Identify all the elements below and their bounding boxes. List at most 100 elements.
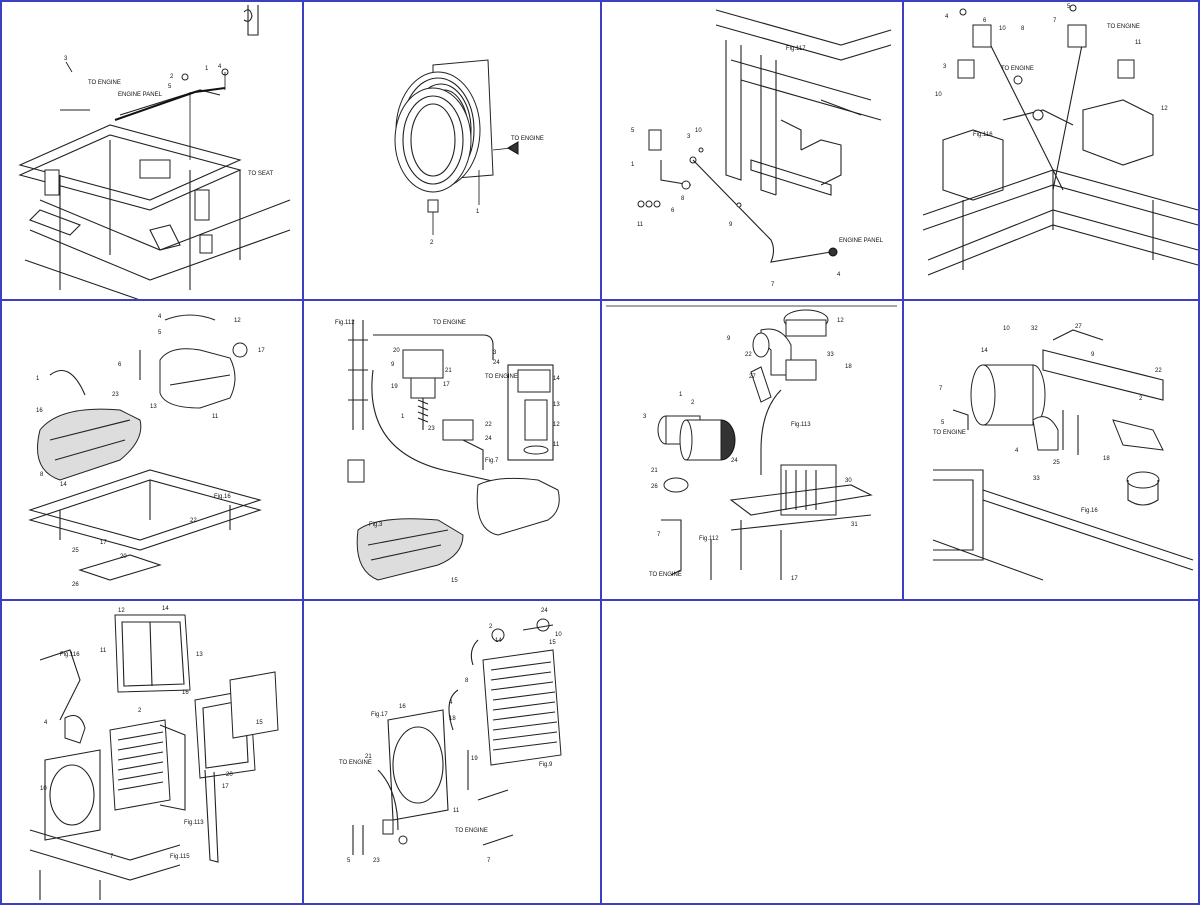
label-to-engine: TO ENGINE xyxy=(433,320,466,326)
callout: 13 xyxy=(553,402,560,408)
callout: 4 xyxy=(44,720,48,726)
panel-fuel-filter[interactable]: 20 9 19 21 17 1 23 22 24 14 13 12 11 3 2… xyxy=(303,300,601,600)
callout: 10 xyxy=(40,786,47,792)
callout: 11 xyxy=(1135,40,1142,46)
label-fig: Fig.7 xyxy=(485,458,499,464)
callout: 7 xyxy=(1053,18,1057,24)
callout: 20 xyxy=(120,554,127,560)
panel-pulley[interactable]: 2 1 TO ENGINE xyxy=(303,0,601,300)
callout: 1 xyxy=(631,162,635,168)
callout: 32 xyxy=(1031,326,1038,332)
callout: 22 xyxy=(745,352,752,358)
callout: 4 xyxy=(945,14,949,20)
panel-empty xyxy=(601,600,903,905)
callout: 3 xyxy=(943,64,947,70)
callout: 22 xyxy=(190,518,197,524)
label-fig: Fig.17 xyxy=(371,712,388,718)
panel-radiator-screen[interactable]: 14 12 11 13 2 16 15 4 10 7 17 20 Fig.116… xyxy=(0,600,303,905)
air-cleaner-drawing: 9 22 12 33 18 27 1 3 2 21 26 24 30 31 17… xyxy=(606,305,897,582)
callout: 5 xyxy=(158,330,162,336)
panel-air-cleaner[interactable]: 9 22 12 33 18 27 1 3 2 21 26 24 30 31 17… xyxy=(601,300,903,600)
callout: 17 xyxy=(100,540,107,546)
callout: 24 xyxy=(731,458,738,464)
label-engine-panel: ENGINE PANEL xyxy=(118,92,163,98)
callout: 1 xyxy=(205,66,209,72)
pulley-drawing: 2 1 TO ENGINE xyxy=(394,59,544,246)
callout: 24 xyxy=(493,360,500,366)
callout: 17 xyxy=(443,382,450,388)
callout: 24 xyxy=(485,436,492,442)
fuel-tank-drawing: 4 5 12 17 1 16 6 23 13 11 8 14 22 25 17 … xyxy=(28,314,265,588)
label-to-engine: TO ENGINE xyxy=(1107,24,1140,30)
label-fig: Fig.113 xyxy=(791,422,811,428)
label-fig: Fig.117 xyxy=(786,46,806,52)
callout: 14 xyxy=(553,376,560,382)
callout: 9 xyxy=(1091,352,1095,358)
callout: 6 xyxy=(671,208,675,214)
label-fig: Fig.112 xyxy=(699,536,719,542)
callout: 11 xyxy=(100,648,107,654)
label-to-engine: TO ENGINE xyxy=(485,374,518,380)
callout: 8 xyxy=(1021,26,1025,32)
callout: 23 xyxy=(373,858,380,864)
callout: 9 xyxy=(391,362,395,368)
fuel-filter-drawing: 20 9 19 21 17 1 23 22 24 14 13 12 11 3 2… xyxy=(335,320,560,584)
panel-engine-mounts[interactable]: 4 6 10 8 7 5 3 11 12 10 TO ENGINE TO ENG… xyxy=(903,0,1200,300)
callout: 8 xyxy=(40,472,44,478)
callout: 4 xyxy=(449,700,453,706)
label-to-engine: TO ENGINE xyxy=(88,80,121,86)
callout: 22 xyxy=(1155,368,1162,374)
callout: 19 xyxy=(391,384,398,390)
label-fig: Fig.116 xyxy=(973,132,993,138)
panel-fuel-tank[interactable]: 4 5 12 17 1 16 6 23 13 11 8 14 22 25 17 … xyxy=(0,300,303,600)
callout: 12 xyxy=(1161,106,1168,112)
label-to-seat: TO SEAT xyxy=(248,171,273,177)
callout: 22 xyxy=(485,422,492,428)
callout: 4 xyxy=(1015,448,1019,454)
callout: 17 xyxy=(258,348,265,354)
callout: 21 xyxy=(365,754,372,760)
callout: 2 xyxy=(1139,396,1143,402)
callout: 3 xyxy=(643,414,647,420)
callout: 11 xyxy=(453,808,460,814)
callout: 4 xyxy=(837,272,841,278)
callout: 13 xyxy=(196,652,203,658)
callout: 33 xyxy=(1033,476,1040,482)
callout: 16 xyxy=(36,408,43,414)
callout: 18 xyxy=(1103,456,1110,462)
callout: 9 xyxy=(727,336,731,342)
callout: 26 xyxy=(72,582,79,588)
callout: 24 xyxy=(541,608,548,614)
callout: 14 xyxy=(495,638,502,644)
callout: 14 xyxy=(981,348,988,354)
callout: 21 xyxy=(651,468,658,474)
panel-frame-mounting[interactable]: 3 2 1 4 5 TO ENGINE TO SEAT ENGINE PANEL xyxy=(0,0,303,300)
callout: 11 xyxy=(637,222,644,228)
callout: 5 xyxy=(347,858,351,864)
callout: 7 xyxy=(487,858,491,864)
callout: 5 xyxy=(941,420,945,426)
callout: 19 xyxy=(471,756,478,762)
callout: 4 xyxy=(218,64,222,70)
callout: 5 xyxy=(168,84,172,90)
panel-radiator-hoses[interactable]: 2 14 24 10 15 8 4 18 16 21 19 11 5 23 7 … xyxy=(303,600,601,905)
callout: 7 xyxy=(657,532,661,538)
callout: 14 xyxy=(60,482,67,488)
callout: 1 xyxy=(401,414,405,420)
frame-mounting-drawing: 3 2 1 4 5 TO ENGINE TO SEAT ENGINE PANEL xyxy=(18,5,291,300)
callout: 12 xyxy=(118,608,125,614)
callout: 23 xyxy=(428,426,435,432)
callout: 10 xyxy=(935,92,942,98)
label-fig: Fig.116 xyxy=(60,652,80,658)
callout: 7 xyxy=(771,282,775,288)
callout: 17 xyxy=(791,576,798,582)
callout: 2 xyxy=(691,400,695,406)
label-fig: Fig.115 xyxy=(170,854,190,860)
callout: 7 xyxy=(939,386,943,392)
radiator-screen-drawing: 14 12 11 13 2 16 15 4 10 7 17 20 Fig.116… xyxy=(29,606,279,900)
callout: 1 xyxy=(36,376,40,382)
callout: 10 xyxy=(999,26,1006,32)
panel-throttle-linkage[interactable]: 5 1 3 10 6 8 11 9 7 4 Fig.117 ENGINE PAN… xyxy=(601,0,903,300)
panel-muffler[interactable]: 7 5 14 10 32 27 9 22 2 4 25 18 33 TO ENG… xyxy=(903,300,1200,600)
